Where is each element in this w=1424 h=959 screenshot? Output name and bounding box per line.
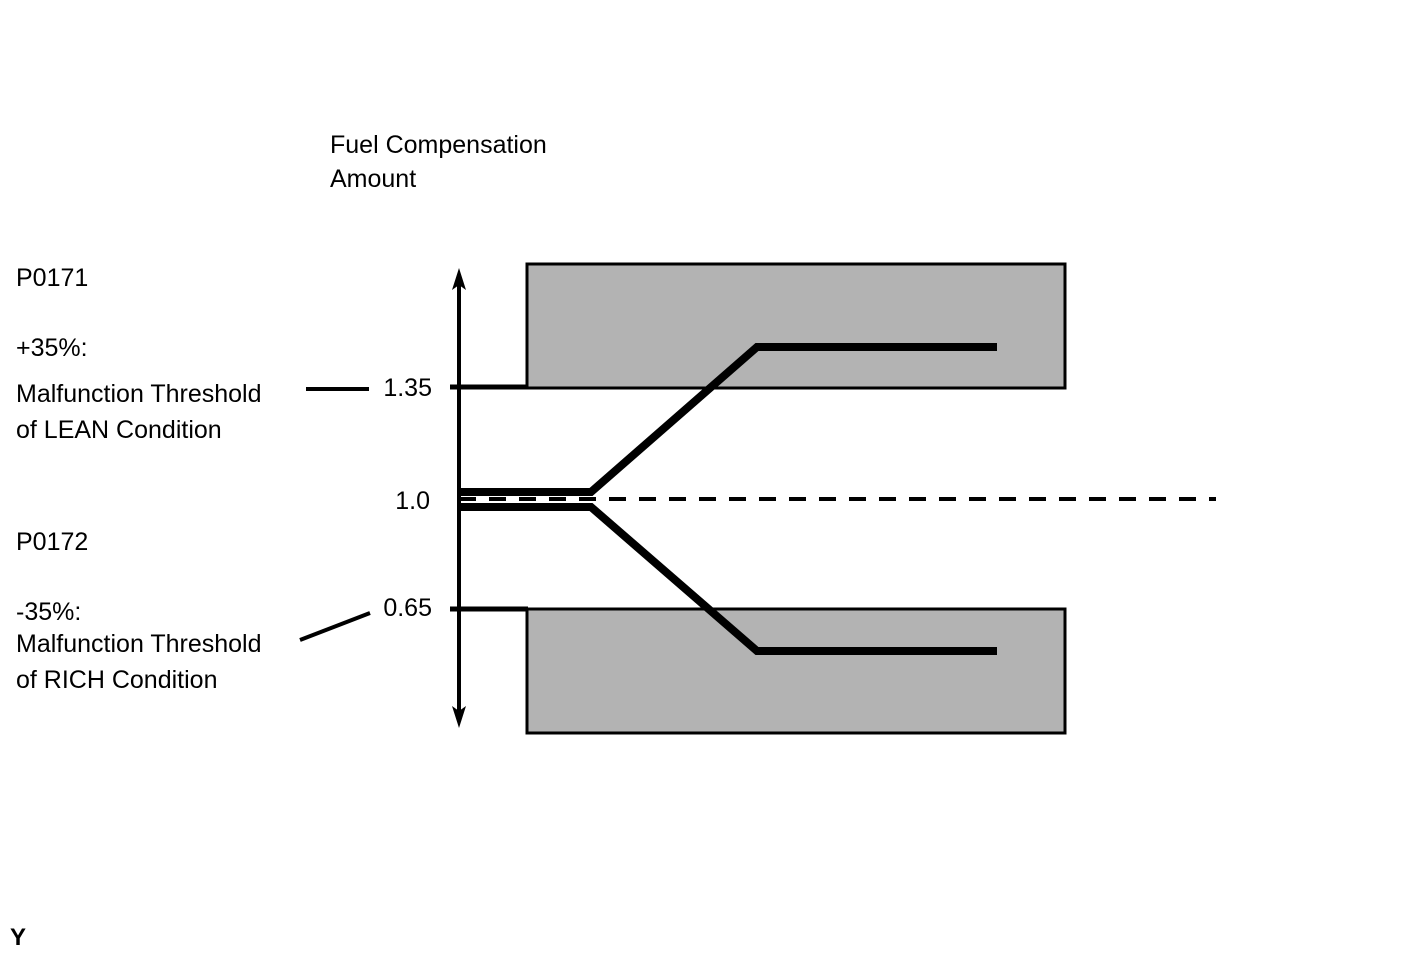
axis-tick-label-lower: 0.65 xyxy=(383,594,432,622)
corner-mark: Y xyxy=(10,924,27,951)
axis-tick-label-upper: 1.35 xyxy=(383,374,432,402)
lean-drift-curve xyxy=(459,343,997,496)
dtc-code-p0171: P0171 xyxy=(16,264,89,292)
lean-malfunction-region xyxy=(525,262,1067,390)
chart-title-line2: Amount xyxy=(330,165,417,193)
rich-drift-curve xyxy=(459,503,997,655)
chart-title-line1: Fuel Compensation xyxy=(330,131,547,159)
lean-threshold-description: Malfunction Threshold of LEAN Condition xyxy=(16,376,262,448)
axis-tick-label-middle: 1.0 xyxy=(395,487,430,515)
axis-arrow-down-icon xyxy=(452,706,466,728)
lean-percent-label: +35%: xyxy=(16,334,88,362)
rich-desc-line1: Malfunction Threshold xyxy=(16,630,262,658)
rich-threshold-description: Malfunction Threshold of RICH Condition xyxy=(16,626,262,698)
lean-desc-line2: of LEAN Condition xyxy=(16,416,222,444)
rich-desc-line2: of RICH Condition xyxy=(16,666,218,694)
rich-malfunction-region xyxy=(525,607,1067,735)
dtc-code-p0172: P0172 xyxy=(16,528,89,556)
lean-desc-line1: Malfunction Threshold xyxy=(16,380,262,408)
axis-arrow-up-icon xyxy=(452,268,466,290)
rich-leader-line xyxy=(299,611,371,642)
rich-percent-label: -35%: xyxy=(16,598,82,626)
